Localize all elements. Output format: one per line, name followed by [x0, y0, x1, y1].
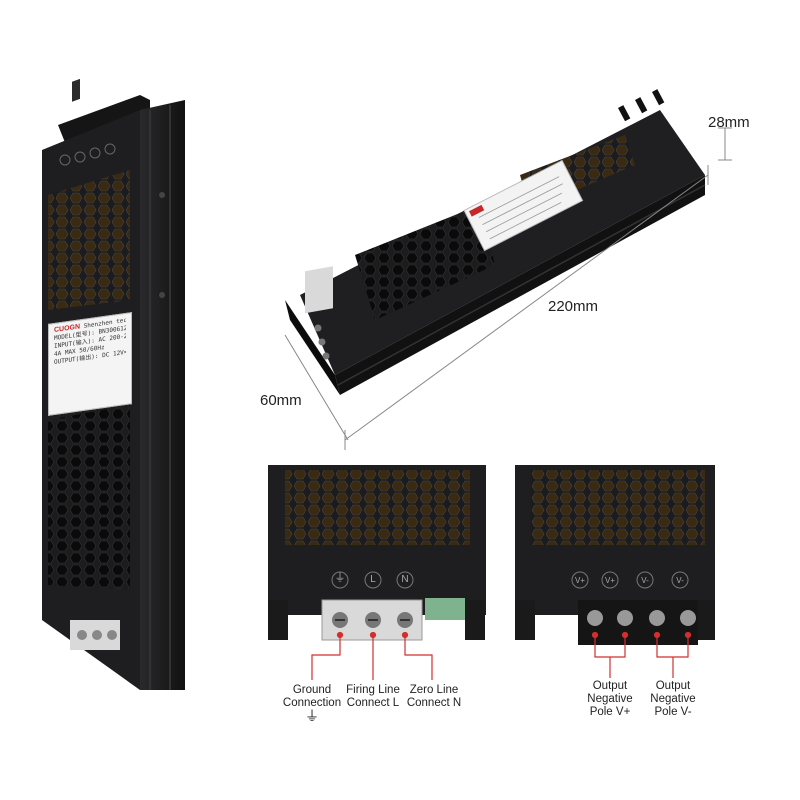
input-end-closeup: [268, 465, 486, 641]
n-symbol: N: [401, 574, 409, 585]
nameplate-label: CUOGN Shenzhen technology co.,LTD MODEL(…: [48, 312, 132, 416]
l-symbol: L: [370, 574, 376, 585]
width-dimension-label: 60mm: [260, 392, 302, 409]
output-end-closeup: [515, 465, 715, 645]
output-v-minus-callout: Output Negative Pole V-: [638, 680, 708, 719]
callout-line: Zero Line: [409, 684, 459, 696]
callout-line: Connection: [282, 697, 342, 709]
callout-line: Negative: [587, 693, 633, 705]
callout-line: Output: [655, 680, 691, 692]
v-plus-symbol-2: V+: [604, 576, 615, 585]
callout-line: Output: [592, 680, 628, 692]
callout-line: Negative: [650, 693, 696, 705]
ground-symbol: ⏚: [334, 572, 346, 584]
firing-line-callout: Firing Line Connect L: [333, 684, 413, 710]
v-minus-symbol-2: V-: [676, 576, 684, 585]
ground-icon: ⏚: [305, 708, 319, 724]
v-minus-symbol-1: V-: [641, 576, 649, 585]
callout-line: Ground: [292, 684, 332, 696]
callout-line: Firing Line: [346, 684, 400, 696]
perspective-power-supply: [285, 89, 706, 395]
dimension-lines: [284, 127, 732, 450]
v-plus-symbol-1: V+: [574, 576, 585, 585]
callout-line: Connect L: [346, 697, 400, 709]
callout-line: Pole V-: [654, 706, 692, 718]
output-v-plus-callout: Output Negative Pole V+: [575, 680, 645, 719]
zero-line-callout: Zero Line Connect N: [395, 684, 473, 710]
height-dimension-label: 28mm: [708, 114, 750, 131]
callout-line: Pole V+: [589, 706, 631, 718]
ground-connection-callout: Ground Connection ⏚: [268, 684, 356, 723]
output-callout-lines: [591, 631, 692, 678]
input-callout-lines: [311, 631, 433, 680]
length-dimension-label: 220mm: [548, 298, 599, 315]
callout-line: Connect N: [406, 697, 462, 709]
